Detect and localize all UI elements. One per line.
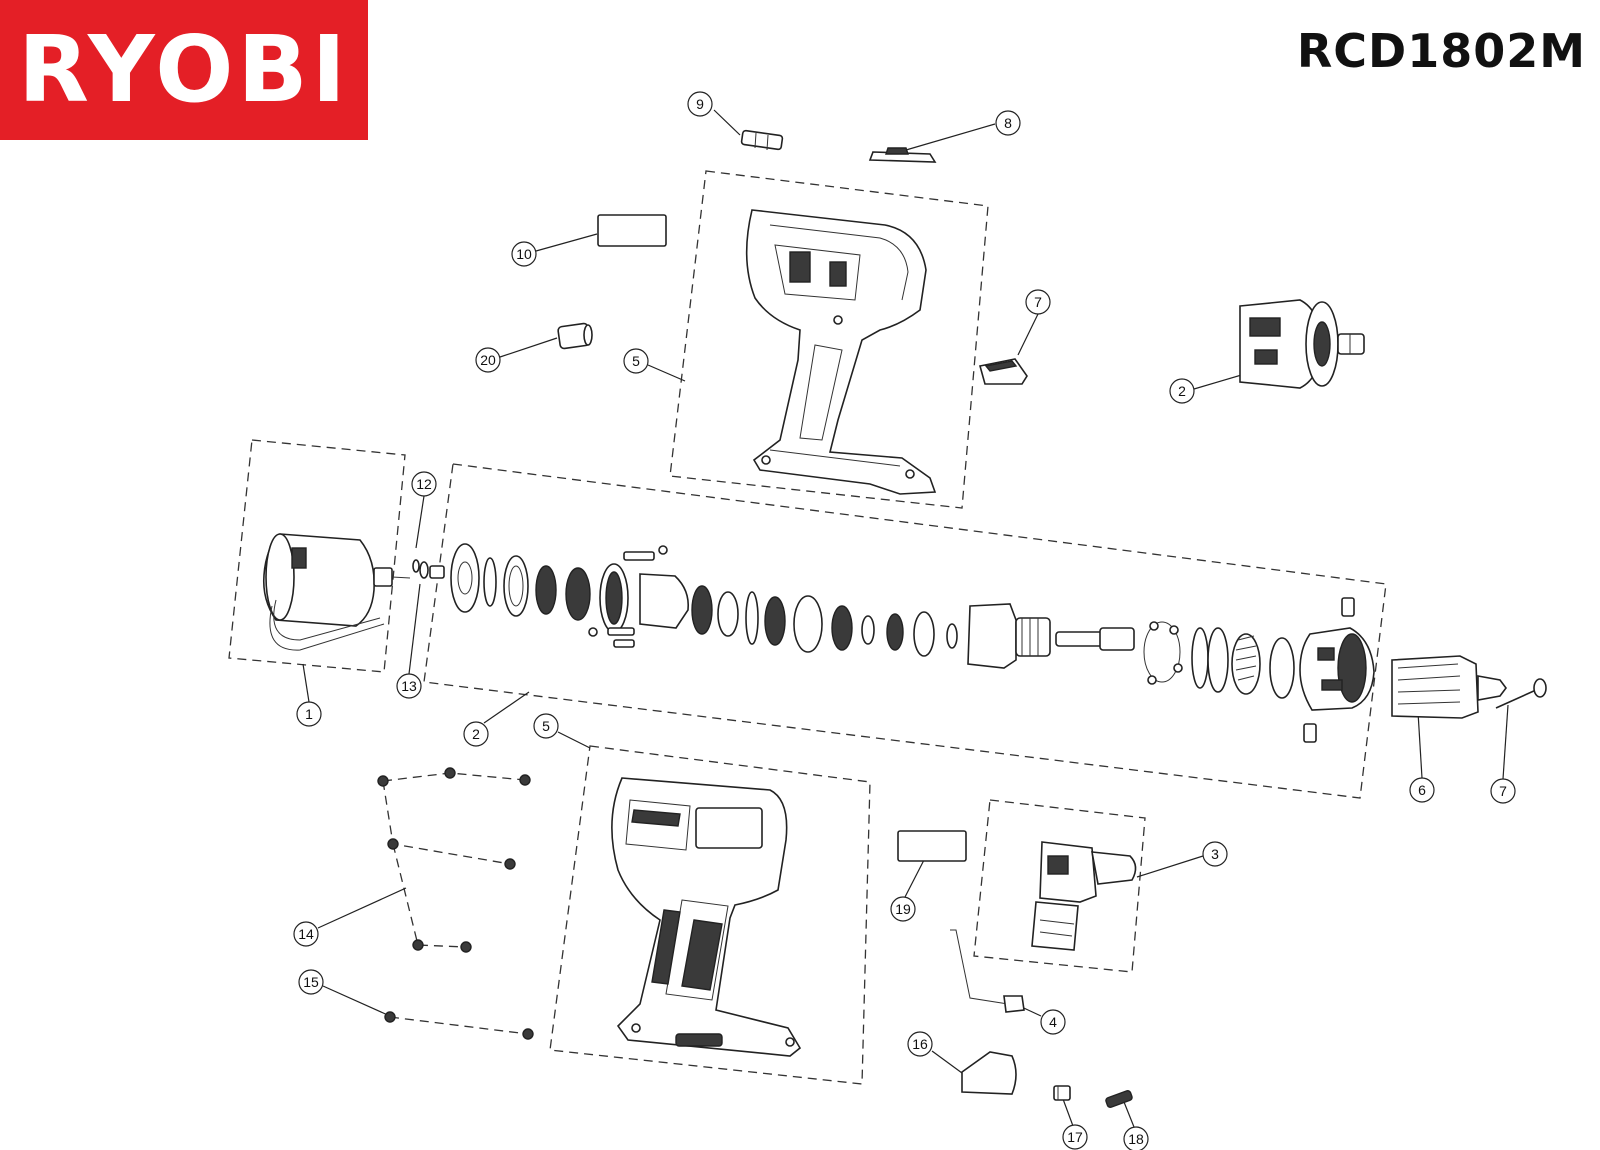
callout-14: 14 bbox=[293, 921, 319, 947]
ryobi-logo: RYOBI bbox=[0, 0, 368, 140]
sleeve-part bbox=[557, 322, 593, 350]
callout-8: 7 bbox=[1025, 289, 1051, 315]
screw-parts bbox=[377, 767, 534, 1040]
callout-20: 20 bbox=[475, 347, 501, 373]
spring-part bbox=[1105, 1090, 1133, 1108]
housing-right-half bbox=[611, 777, 802, 1057]
gearbox-group-outline bbox=[423, 463, 1387, 799]
svg-text:7: 7 bbox=[1499, 783, 1507, 799]
svg-text:14: 14 bbox=[298, 926, 314, 942]
callout-13: 13 bbox=[396, 673, 422, 699]
screws-group-outline-4 bbox=[389, 1016, 529, 1035]
callout-5-top: 5 bbox=[623, 348, 649, 374]
callout-4: 4 bbox=[1040, 1009, 1066, 1035]
svg-text:12: 12 bbox=[416, 476, 432, 492]
callout-19: 19 bbox=[890, 896, 916, 922]
label-part bbox=[597, 214, 667, 247]
svg-text:2: 2 bbox=[472, 726, 480, 742]
callout-1: 1 bbox=[296, 701, 322, 727]
svg-text:19: 19 bbox=[895, 901, 911, 917]
callout-5-bottom: 5 bbox=[533, 713, 559, 739]
svg-text:10: 10 bbox=[516, 246, 532, 262]
wire-part bbox=[950, 929, 1025, 1013]
housing-left-group-outline bbox=[669, 170, 989, 509]
label-part-2 bbox=[897, 830, 967, 862]
bracket-part bbox=[978, 358, 1028, 385]
callout-2-top: 2 bbox=[1169, 378, 1195, 404]
motor-part bbox=[262, 533, 411, 651]
model-number: RCD1802M bbox=[1296, 24, 1586, 78]
callout-3: 3 bbox=[1202, 841, 1228, 867]
housing-left-half bbox=[745, 209, 937, 495]
svg-text:20: 20 bbox=[480, 352, 496, 368]
svg-text:1: 1 bbox=[305, 706, 313, 722]
gearbox-exploded-parts bbox=[450, 543, 1375, 743]
callout-9: 8 bbox=[995, 110, 1021, 136]
leader-lines bbox=[302, 109, 1509, 1128]
svg-text:5: 5 bbox=[542, 718, 550, 734]
trigger-switch-part bbox=[1031, 841, 1137, 951]
screws-group-outline-2 bbox=[382, 780, 511, 865]
gearbox-assembly-part bbox=[1239, 299, 1365, 389]
battery-cover-part bbox=[961, 1051, 1017, 1095]
svg-text:4: 4 bbox=[1049, 1014, 1057, 1030]
svg-text:17: 17 bbox=[1067, 1129, 1083, 1145]
callout-11: 10 bbox=[511, 241, 537, 267]
callout-6: 6 bbox=[1409, 777, 1435, 803]
svg-text:18: 18 bbox=[1128, 1131, 1144, 1147]
svg-text:3: 3 bbox=[1211, 846, 1219, 862]
washer-part bbox=[412, 559, 445, 579]
callout-18: 18 bbox=[1123, 1126, 1149, 1150]
svg-text:7: 7 bbox=[1034, 294, 1042, 310]
svg-text:15: 15 bbox=[303, 974, 319, 990]
motor-group-outline bbox=[228, 439, 406, 673]
callout-16: 16 bbox=[907, 1031, 933, 1057]
callout-12: 12 bbox=[411, 471, 437, 497]
callout-17: 17 bbox=[1062, 1124, 1088, 1150]
svg-text:2: 2 bbox=[1178, 383, 1186, 399]
clip-part bbox=[1053, 1085, 1071, 1101]
chuck-part bbox=[1391, 655, 1507, 719]
screws-group-outline-3 bbox=[392, 843, 467, 948]
svg-text:5: 5 bbox=[632, 353, 640, 369]
callout-7: 7 bbox=[1490, 778, 1516, 804]
housing-right-group-outline bbox=[549, 745, 871, 1085]
svg-text:13: 13 bbox=[401, 678, 417, 694]
logo-text: RYOBI bbox=[18, 16, 350, 123]
callout-10: 9 bbox=[687, 91, 713, 117]
pin-part bbox=[740, 129, 784, 151]
svg-text:9: 9 bbox=[696, 96, 704, 112]
svg-text:8: 8 bbox=[1004, 115, 1012, 131]
chuck-screw-part bbox=[1495, 678, 1547, 709]
callout-2-main: 2 bbox=[463, 721, 489, 747]
callout-15: 15 bbox=[298, 969, 324, 995]
svg-text:6: 6 bbox=[1418, 782, 1426, 798]
svg-text:16: 16 bbox=[912, 1036, 928, 1052]
direction-switch-part bbox=[868, 147, 937, 163]
